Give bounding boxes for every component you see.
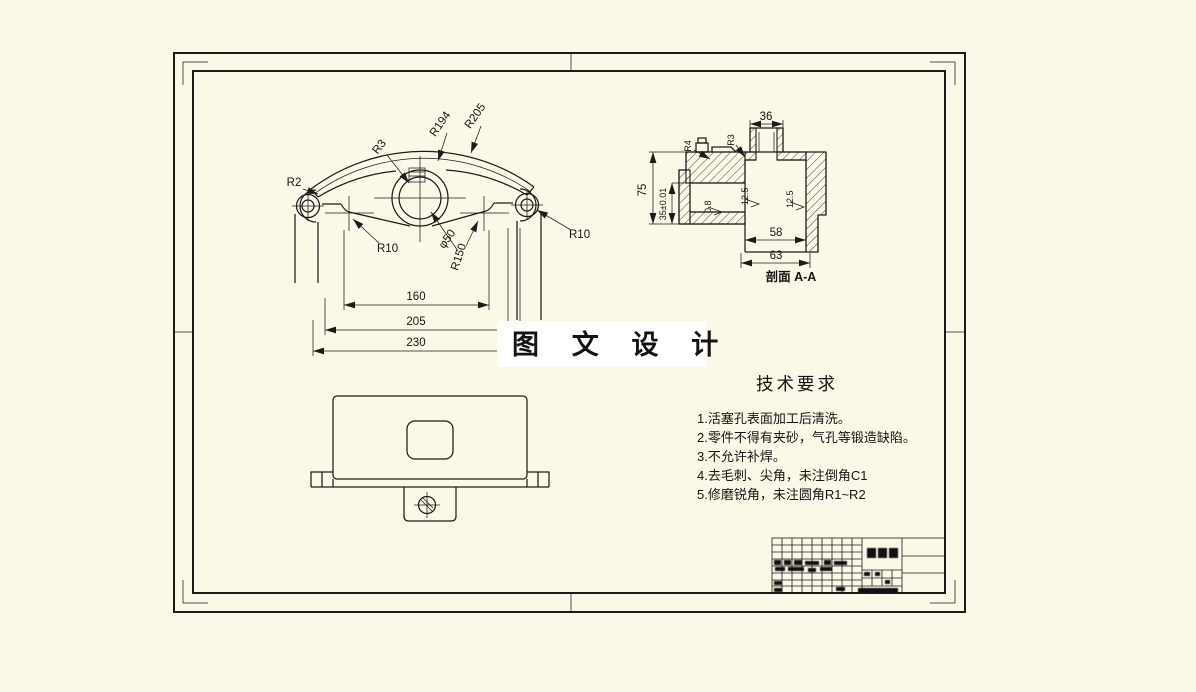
title-block-right-zone	[902, 555, 945, 574]
boss-wall-right	[776, 127, 784, 153]
dim-label-r194: R194	[428, 109, 454, 139]
section-view-a-a: 75 35±0.01 36 58 63 R3 R4 0.8 12.5 12.5	[637, 111, 827, 284]
stud-body	[695, 142, 709, 153]
leader-section-r4	[693, 149, 711, 160]
roughness-symbol-right: 12.5	[785, 190, 806, 211]
section-label: 剖面 A-A	[766, 269, 817, 284]
dim-label-75: 75	[637, 184, 649, 197]
roughness-symbol-mid: 12.5	[740, 187, 761, 208]
dim-label-35: 35±0.01	[658, 188, 668, 220]
yoke-line-right	[431, 210, 487, 227]
leader-phi50	[430, 211, 459, 252]
watermark: 图 文 设 计	[497, 321, 731, 367]
title-block-grid-left	[772, 538, 862, 593]
roughness-value: 12.5	[785, 190, 795, 208]
lug-hole-shade	[420, 499, 433, 512]
fillet-right-r10	[485, 202, 495, 212]
roughness-symbol-left: 0.8	[703, 200, 724, 216]
title-block-outline	[771, 537, 946, 594]
section-right-wall	[805, 151, 827, 253]
tab-left	[310, 471, 333, 487]
leader-r150	[465, 220, 479, 247]
stud-cap	[697, 137, 707, 144]
tech-note-3: 3.不允许补焊。	[697, 449, 786, 464]
dim-label-58: 58	[770, 227, 783, 239]
dim-label-r2: R2	[287, 177, 302, 189]
front-view	[310, 395, 550, 522]
tech-note-4: 4.去毛刺、尖角，未注倒角C1	[697, 468, 867, 483]
dim-label-r10-left: R10	[377, 243, 398, 255]
lug-hole-shade	[422, 497, 434, 509]
inner-arc-r194-right	[445, 169, 528, 196]
watermark-background	[497, 321, 706, 367]
dim-label-36: 36	[760, 111, 773, 123]
leader-section-r3	[735, 144, 746, 158]
section-left-wall	[678, 169, 691, 225]
leader-r2	[302, 187, 319, 195]
leader-r205	[470, 125, 482, 154]
outer-arc-r205	[310, 150, 535, 190]
top-step-detail	[711, 146, 737, 153]
lower-lug	[403, 487, 457, 522]
corner-mark-bottom-left	[182, 580, 208, 604]
boss-wall-left	[749, 127, 757, 153]
corner-mark-top-right	[930, 61, 956, 85]
title-block	[771, 537, 946, 594]
corner-mark-top-left	[182, 61, 208, 85]
watermark-text: 图 文 设 计	[512, 329, 731, 360]
dim-label-r10-right: R10	[569, 229, 590, 241]
middle-arc	[313, 157, 532, 195]
main-view-bearing-cap: 160 205 230 R2 R3 R194 R205 φ50 R150 R10…	[287, 102, 590, 356]
center-window	[406, 420, 454, 460]
leader-r10-right	[536, 209, 572, 231]
title-block-illegible-text	[774, 548, 898, 593]
dim-label-section-r3: R3	[726, 134, 736, 146]
dim-label-63: 63	[770, 250, 783, 262]
sheet-frame	[173, 52, 966, 613]
tab-right	[527, 471, 550, 487]
roughness-value: 0.8	[703, 200, 713, 213]
dim-label-section-r4: R4	[683, 140, 693, 152]
dim-label-230: 230	[406, 337, 425, 349]
leader-r10-left	[352, 218, 380, 244]
outer-border	[173, 52, 966, 613]
dim-label-205: 205	[406, 316, 425, 328]
leader-r3	[386, 154, 410, 184]
corner-mark-bottom-right	[930, 580, 956, 604]
dim-label-r3: R3	[370, 138, 389, 157]
tech-note-2: 2.零件不得有夹砂，气孔等锻造缺陷。	[697, 430, 916, 445]
dim-label-160: 160	[406, 291, 425, 303]
front-body	[332, 395, 528, 480]
technical-requirements: 技术要求 1.活塞孔表面加工后清洗。 2.零件不得有夹砂，气孔等锻造缺陷。 3.…	[697, 374, 916, 502]
dim-label-r205: R205	[463, 102, 489, 131]
fillet-left-r10	[340, 203, 350, 213]
yoke-line-left	[348, 211, 411, 227]
tech-requirements-title: 技术要求	[756, 374, 838, 394]
section-lip-left	[744, 151, 757, 161]
roughness-value: 12.5	[740, 187, 750, 205]
section-lip-right	[776, 151, 807, 161]
section-left-plate	[685, 151, 746, 184]
tech-note-5: 5.修磨锐角，未注圆角R1~R2	[697, 487, 866, 502]
leader-r194	[437, 132, 448, 162]
inner-arc-r194-left	[317, 170, 397, 198]
dim-label-r150: R150	[449, 242, 469, 272]
title-block-name-zone	[862, 569, 902, 587]
tech-note-1: 1.活塞孔表面加工后清洗。	[697, 411, 851, 426]
